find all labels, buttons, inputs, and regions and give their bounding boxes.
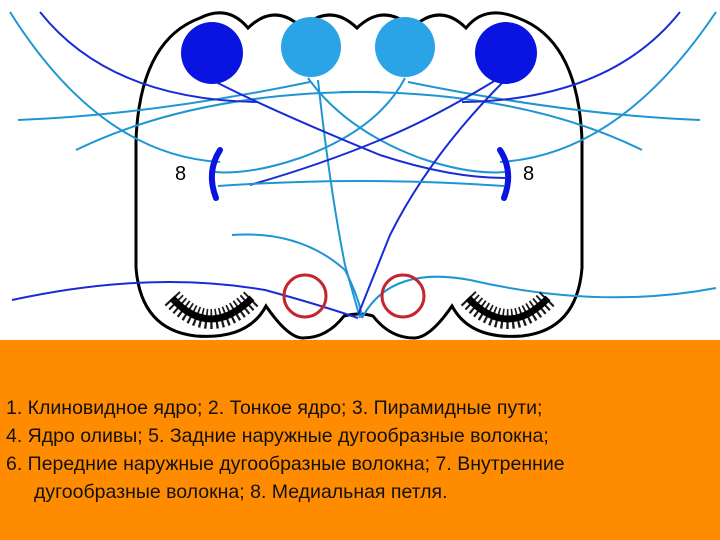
dark-arc-top-right bbox=[461, 11, 681, 103]
pyramidal-tract-right bbox=[380, 273, 426, 319]
cuneate-nucleus-left bbox=[181, 22, 243, 84]
caption-panel: 1. Клиновидное ядро; 2. Тонкое ядро; 3. … bbox=[0, 340, 720, 540]
gracile-nucleus-left bbox=[281, 17, 341, 77]
light-fiber-right-mid bbox=[339, 90, 643, 151]
dark-fiber-left-cross bbox=[211, 79, 506, 179]
medial-lemniscus-left bbox=[208, 147, 223, 201]
pyramidal-tract-left bbox=[282, 273, 328, 319]
dark-fiber-right-cross bbox=[357, 79, 506, 316]
medial-lemniscus-label-left: 8 bbox=[175, 163, 187, 185]
light-fiber-d bbox=[231, 233, 363, 319]
cuneate-nucleus-right bbox=[475, 22, 537, 84]
olive-teeth-left bbox=[164, 290, 260, 329]
olive-nucleus-left bbox=[164, 290, 260, 329]
light-fiber-c bbox=[317, 79, 361, 319]
light-fiber-left-mid bbox=[75, 90, 381, 151]
dark-fiber-diag bbox=[249, 79, 497, 186]
light-fiber-b bbox=[214, 77, 406, 174]
medulla-cross-section-diagram bbox=[9, 11, 717, 340]
olive-teeth-right bbox=[460, 290, 556, 329]
light-fiber-bottom-right bbox=[361, 275, 717, 319]
light-fiber-right-upper bbox=[407, 81, 701, 121]
caption-text: 1. Клиновидное ядро; 2. Тонкое ядро; 3. … bbox=[6, 394, 714, 506]
dark-arc-top-left bbox=[39, 11, 259, 103]
caption-line-3: 6. Передние наружные дугообразные волокн… bbox=[6, 453, 565, 475]
caption-line-4: дугообразные волокна; 8. Медиальная петл… bbox=[34, 481, 448, 503]
gracile-nucleus-right bbox=[375, 17, 435, 77]
medial-lemniscus-connector bbox=[217, 180, 505, 187]
medial-lemniscus-label-right: 8 bbox=[523, 163, 535, 185]
light-arc-top-left bbox=[9, 11, 221, 163]
olive-nucleus-right bbox=[460, 290, 556, 329]
caption-line-2: 4. Ядро оливы; 5. Задние наружные дугооб… bbox=[6, 425, 549, 447]
light-fiber-left-upper bbox=[17, 81, 311, 121]
caption-line-1: 1. Клиновидное ядро; 2. Тонкое ядро; 3. … bbox=[6, 397, 543, 419]
light-fibers bbox=[9, 11, 717, 319]
medial-lemniscus-right bbox=[497, 147, 512, 201]
light-arc-top-right bbox=[499, 11, 717, 163]
light-fiber-a bbox=[307, 77, 506, 174]
